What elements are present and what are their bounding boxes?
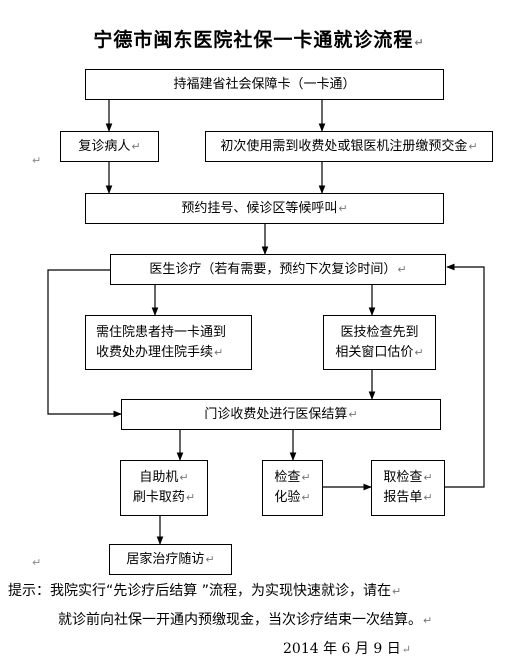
node-home-followup: 居家治疗随访↵ — [109, 544, 232, 575]
footer-date: 2014 年 6 月 9 日↵ — [283, 641, 411, 657]
footer-tip-line1: 提示：我院实行“先诊疗后结算 ”流程，为实现快速就诊，请在↵ — [8, 583, 402, 599]
arrow-report-to-diagnosis — [445, 263, 485, 488]
node-settlement: 门诊收费处进行医保结算↵ — [121, 399, 441, 430]
node-return-patient: 复诊病人↵ — [60, 131, 159, 162]
node-selfservice: 自助机↵刷卡取药↵ — [120, 460, 208, 516]
paragraph-mark: ↵ — [32, 154, 42, 167]
node-diagnosis: 医生诊疗（若有需要，预约下次复诊时间）↵ — [110, 254, 446, 285]
page-title: 宁德市闽东医院社保一卡通就诊流程↵ — [93, 29, 425, 51]
node-inpatient: 需住院患者持一卡通到收费处办理住院手续↵ — [85, 315, 252, 370]
node-report: 取检查↵报告单↵ — [371, 460, 445, 516]
footer-tip-line2: 就诊前向社保一开通内预缴现金，当次诊疗结束一次结算。↵ — [58, 612, 433, 628]
node-medtech: 医技检查先到相关窗口估价↵ — [323, 315, 436, 370]
node-lab: 检查↵化验↵ — [262, 460, 323, 516]
node-first-use: 初次使用需到收费处或银医机注册缴预交金↵ — [205, 131, 493, 162]
paragraph-mark: ↵ — [32, 556, 42, 569]
arrow-diagnosis-to-settlement — [47, 269, 122, 418]
node-card: 持福建省社会保障卡（一卡通） — [85, 69, 444, 100]
node-register: 预约挂号、候诊区等候呼叫↵ — [85, 193, 444, 224]
